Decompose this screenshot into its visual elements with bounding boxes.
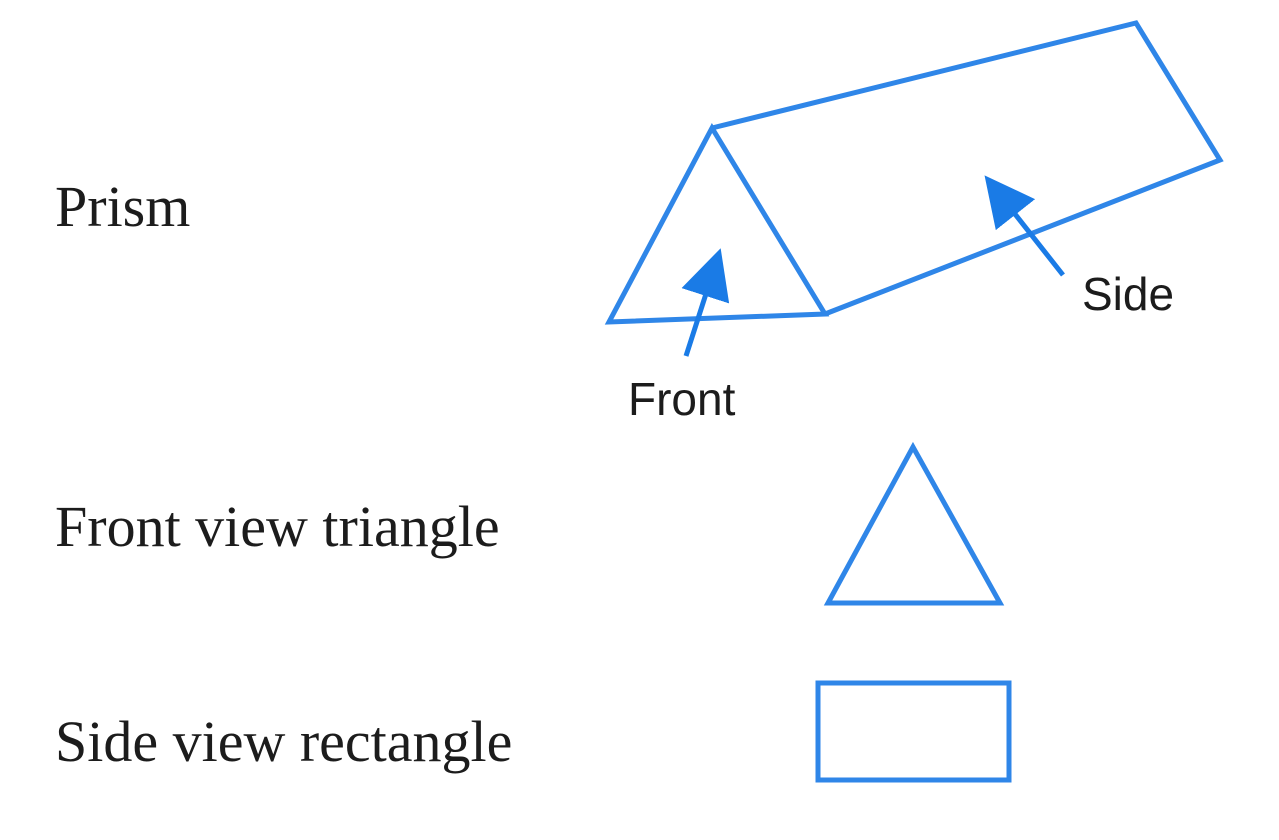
side-callout-label: Side	[1082, 268, 1174, 320]
front-view-label: Front view triangle	[55, 494, 500, 559]
front-view-triangle	[823, 441, 1005, 606]
front-arrow	[681, 248, 730, 357]
side-view-rectangle	[815, 680, 1012, 783]
side-view-label: Side view rectangle	[55, 709, 513, 774]
front-callout-label: Front	[628, 373, 736, 425]
prism-shape	[604, 20, 1224, 325]
side-arrow	[984, 175, 1065, 277]
prism-front-face	[604, 122, 830, 325]
prism-label: Prism	[55, 174, 191, 239]
prism-side-face	[711, 20, 1224, 317]
